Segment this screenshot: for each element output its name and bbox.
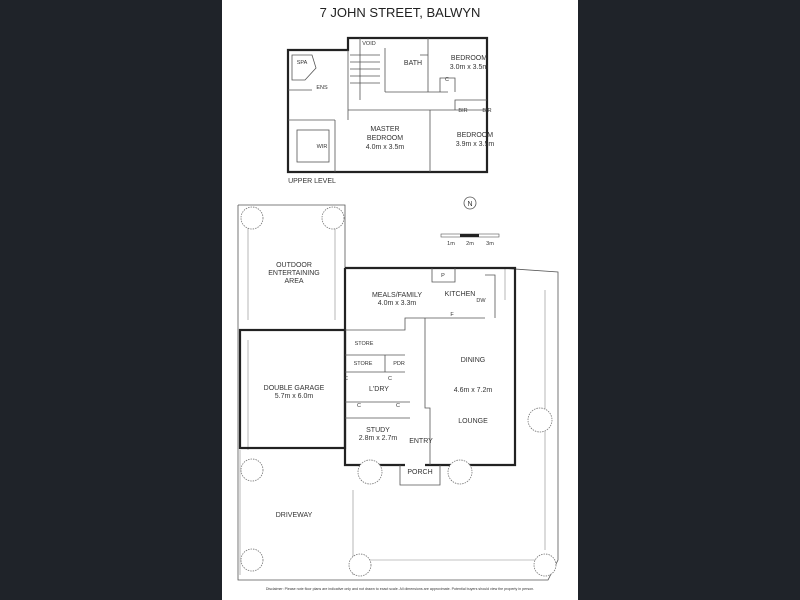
upper-level-label: UPPER LEVEL (288, 178, 336, 185)
room-entry: ENTRY (409, 438, 433, 445)
area-outdoor-3: AREA (284, 278, 303, 285)
room-kitchen: KITCHEN (445, 291, 476, 298)
room-double-garage: DOUBLE GARAGE (264, 385, 325, 392)
cupboard-1: C (344, 376, 348, 382)
room-study-size: 2.8m x 2.7m (359, 435, 398, 442)
room-bir-1: BIR (458, 108, 467, 114)
room-bedroom-2-size: 3.9m x 3.5m (456, 141, 495, 148)
property-title: 7 JOHN STREET, BALWYN (320, 5, 481, 20)
scale-2m: 2m (466, 241, 474, 247)
room-pantry: P (441, 273, 445, 279)
scale-1m: 1m (447, 241, 455, 247)
room-bath: BATH (404, 60, 422, 67)
cupboard-4: C (396, 403, 400, 409)
room-store-1: STORE (355, 341, 374, 347)
room-void: VOID (362, 41, 375, 47)
room-bedroom-1: BEDROOM (451, 55, 487, 62)
cupboard-2: C (388, 376, 392, 382)
room-master-bedroom-1: MASTER (370, 126, 399, 133)
room-laundry: L'DRY (369, 386, 389, 393)
north-compass: N (463, 196, 477, 210)
floor-plan-sheet: 7 JOHN STREET, BALWYN VOID BATH SPA ENS … (222, 0, 578, 600)
room-store-2: STORE (354, 361, 373, 367)
room-double-garage-size: 5.7m x 6.0m (275, 393, 314, 400)
room-wir: WIR (317, 144, 328, 150)
room-meals-family-size: 4.0m x 3.3m (378, 300, 417, 307)
scale-bar: 1m 2m 3m (440, 233, 500, 247)
area-outdoor-2: ENTERTAINING (268, 270, 319, 277)
cupboard-3: C (357, 403, 361, 409)
dishwasher-label: DW (476, 298, 486, 304)
room-bir-2: BIR (482, 108, 491, 114)
room-dining: DINING (461, 357, 486, 364)
fridge-label: F (450, 312, 454, 318)
room-pdr: PDR (393, 361, 405, 367)
upper-level-plan: VOID BATH SPA ENS C BEDROOM 3.0m x 3.5m … (286, 36, 495, 185)
room-master-bedroom-size: 4.0m x 3.5m (366, 144, 405, 151)
scale-3m: 3m (486, 241, 494, 247)
room-study: STUDY (366, 427, 390, 434)
area-driveway: DRIVEWAY (276, 512, 313, 519)
room-master-bedroom-2: BEDROOM (367, 135, 403, 142)
room-dining-lounge-size: 4.6m x 7.2m (454, 387, 493, 394)
floor-plan-drawing: 7 JOHN STREET, BALWYN VOID BATH SPA ENS … (237, 5, 559, 591)
disclaimer: Disclaimer: Please note floor plans are … (266, 587, 534, 591)
room-ens: ENS (316, 85, 328, 91)
room-bedroom-2: BEDROOM (457, 132, 493, 139)
room-lounge: LOUNGE (458, 418, 488, 425)
room-spa: SPA (297, 60, 308, 66)
room-bedroom-1-size: 3.0m x 3.5m (450, 64, 489, 71)
area-outdoor-1: OUTDOOR (276, 262, 312, 269)
room-cupboard: C (445, 77, 449, 83)
room-meals-family: MEALS/FAMILY (372, 292, 422, 299)
room-porch: PORCH (407, 469, 432, 476)
compass-north-label: N (467, 201, 472, 208)
ground-level-plan: OUTDOOR ENTERTAINING AREA MEALS/FAMILY 4… (237, 204, 559, 581)
